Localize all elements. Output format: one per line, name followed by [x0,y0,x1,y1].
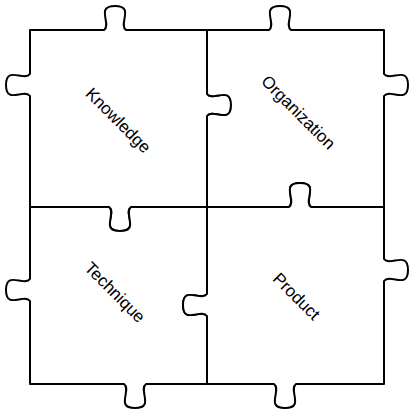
piece-outline-path [6,207,207,408]
puzzle-piece: Product [207,207,384,384]
piece-outline-path [207,6,408,207]
puzzle-piece: Knowledge [30,30,207,207]
puzzle-piece: Technique [30,207,207,384]
piece-outline-path [6,6,231,231]
piece-outline-path [183,183,408,408]
puzzle-piece: Organization [207,30,384,207]
